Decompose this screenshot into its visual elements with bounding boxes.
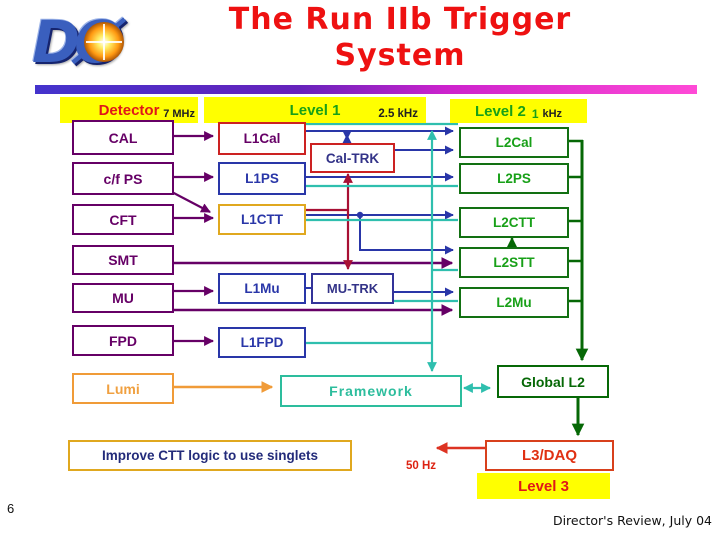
box-lumi: Lumi <box>72 373 174 404</box>
box-smt: SMT <box>72 245 174 275</box>
stage-header-level1: Level 1 2.5 kHz <box>204 97 426 123</box>
box-fpd: FPD <box>72 325 174 356</box>
box-l1mu: L1Mu <box>218 273 306 304</box>
box-caltrk: Cal-TRK <box>310 143 395 173</box>
footer-credit: Director's Review, July 04 <box>552 513 712 528</box>
box-l3daq: L3/DAQ <box>485 440 614 471</box>
level1-stage-label: Level 1 <box>289 101 341 119</box>
starburst-icon <box>84 22 124 62</box>
detector-to-l1-arrows <box>167 131 454 346</box>
box-l1cal: L1Cal <box>218 122 306 155</box>
framework-bus-lines <box>302 122 491 393</box>
slide-title-line2: System <box>334 38 466 73</box>
slide-title-line1: The Run IIb Trigger <box>228 2 572 37</box>
page-number: 6 <box>7 501 15 516</box>
level2-rate-value: 1 <box>531 107 539 121</box>
box-mu: MU <box>72 283 174 313</box>
box-mutrk: MU-TRK <box>311 273 394 304</box>
note-improve-ctt: Improve CTT logic to use singlets <box>68 440 352 471</box>
box-l2cal: L2Cal <box>459 127 569 158</box>
level2-stage-label: Level 2 <box>474 102 526 120</box>
stage-header-level3: Level 3 <box>477 473 610 499</box>
box-l1fpd: L1FPD <box>218 327 306 358</box>
level3-stage-label: Level 3 <box>518 477 569 495</box>
stage-header-detector: Detector 7 MHz <box>60 97 198 123</box>
l3-output-rate-label: 50 Hz <box>406 460 437 472</box>
l1ctt-junction-dot <box>356 211 364 219</box>
box-l2stt: L2STT <box>459 247 569 278</box>
box-global-l2: Global L2 <box>497 365 609 398</box>
title-underline-bar <box>35 85 697 94</box>
box-cfps: c/f PS <box>72 162 174 195</box>
box-l2ctt: L2CTT <box>459 207 569 238</box>
box-l1ps: L1PS <box>218 162 306 195</box>
stage-header-level2: Level 2 1 kHz <box>450 99 587 123</box>
box-framework: Framework <box>280 375 462 407</box>
d0-experiment-logo: DØ <box>28 6 140 82</box>
box-l1ctt: L1CTT <box>218 204 306 235</box>
box-cft: CFT <box>72 204 174 235</box>
box-cal: CAL <box>72 120 174 155</box>
level2-rate-unit: kHz <box>542 108 563 120</box>
box-l2ps: L2PS <box>459 163 569 194</box>
detector-stage-label: Detector <box>98 101 160 119</box>
detector-rate-label: 7 MHz <box>163 108 195 120</box>
level1-rate-label: 2.5 kHz <box>378 108 418 120</box>
l1ctt-track-match-lines <box>302 173 353 270</box>
starburst-ray <box>103 24 105 60</box>
box-l2mu: L2Mu <box>459 287 569 318</box>
slide-title: The Run IIb Trigger System <box>190 2 610 74</box>
